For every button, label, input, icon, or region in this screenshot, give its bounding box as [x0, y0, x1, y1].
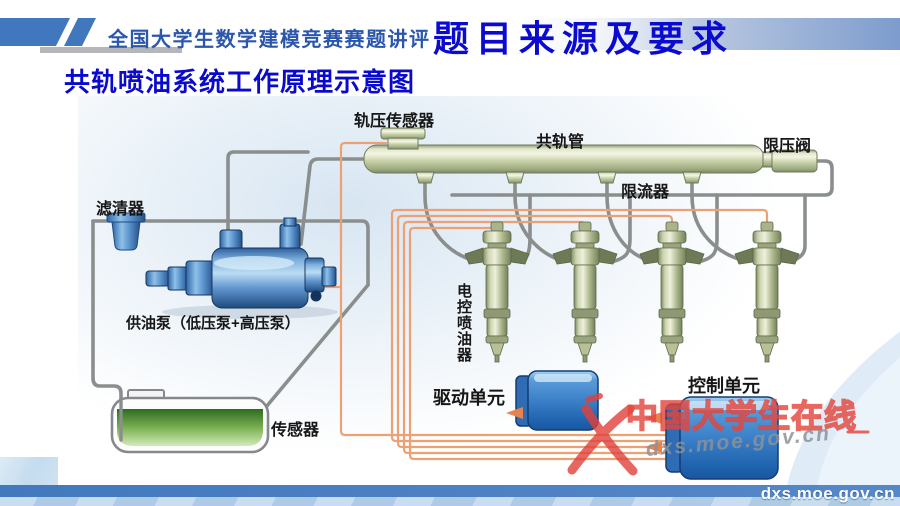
injector-3 [639, 221, 705, 363]
course-title: 全国大学生数学建模竞赛赛题讲评 [108, 29, 431, 51]
watermark-logo [567, 393, 870, 476]
footer-url: dxs.moe.gov.cn [760, 484, 895, 503]
label-rail-pressure-sensor: 轨压传感器 [354, 113, 435, 130]
signal-arrows [506, 407, 662, 453]
injector-2 [552, 221, 618, 363]
injectors [464, 221, 800, 363]
fuel-tank [110, 389, 270, 454]
fuel-filter [106, 212, 146, 251]
footer-band [0, 485, 900, 497]
background-swoosh [786, 331, 900, 490]
label-supply-pump: 供油泵（低压泵+高压泵） [126, 315, 300, 332]
label-filter: 滤清器 [96, 201, 145, 218]
header-underline-bar [40, 47, 182, 53]
header-band [0, 18, 900, 50]
label-injector: 电控喷油器 [455, 283, 472, 363]
bottom-left-corner-decoration [0, 457, 58, 486]
pressure-limit-valve [771, 149, 818, 173]
page-title: 题目来源及要求 [433, 18, 735, 59]
watermark-site-name: 中国大学生在线 [625, 397, 858, 435]
rail-pressure-sensor [380, 127, 426, 150]
drive-unit-box [515, 370, 599, 431]
label-control-unit: 控制单元 [688, 376, 760, 396]
label-tank-sensor: 传感器 [271, 422, 320, 439]
label-pressure-limit-valve: 限压阀 [763, 138, 812, 155]
fuel-pipes [91, 150, 834, 446]
common-rail [363, 144, 774, 174]
diagram-title: 共轨喷油系统工作原理示意图 [64, 67, 416, 97]
injector-4 [734, 221, 800, 363]
header-slash-decoration [0, 18, 96, 46]
label-common-rail: 共轨管 [536, 134, 585, 151]
label-flow-limiter: 限流器 [621, 184, 670, 201]
label-drive-unit: 驱动单元 [433, 388, 505, 408]
control-unit-box [665, 396, 779, 480]
supply-pump [145, 217, 338, 319]
footer-strip [0, 497, 900, 506]
injector-1 [464, 221, 530, 363]
flow-limiter-fittings [415, 171, 702, 184]
